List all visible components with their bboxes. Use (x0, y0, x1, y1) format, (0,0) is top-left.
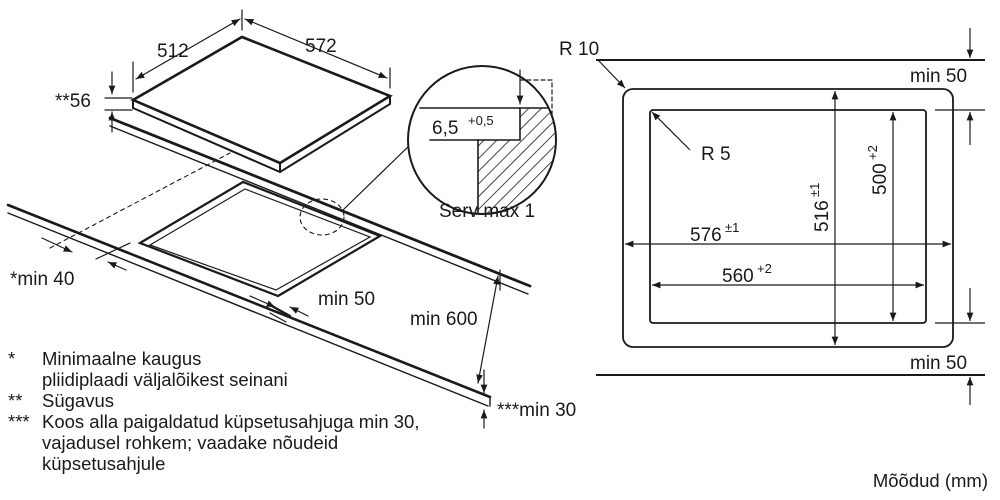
detail-leader (342, 142, 413, 211)
label-min-50: min 50 (318, 289, 375, 310)
worktop (6, 116, 532, 407)
projection-guides (49, 152, 345, 249)
label-576-tol: ±1 (725, 220, 739, 235)
label-56: **56 (55, 91, 91, 112)
label-560-tol: +2 (757, 261, 772, 276)
label-516-tol: ±1 (807, 183, 822, 197)
legend-item: ** Sügavus (8, 390, 419, 411)
legend-text: vajadusel rohkem; vaadake nõudeid (42, 432, 339, 453)
label-min-40: *min 40 (10, 269, 74, 290)
label-r-10: R 10 (559, 39, 599, 60)
legend-text: küpsetusahjule (42, 453, 166, 474)
worktop-cutout (137, 180, 383, 298)
left-labels: 512 572 **56 6,5 +0,5 Serv max 1 *min 40… (10, 36, 576, 421)
label-6-5-tol: +0,5 (468, 113, 494, 128)
legend-mark: *** (8, 411, 30, 432)
legend-item: * Minimaalne kaugus pliidiplaadi väljalõ… (8, 348, 419, 390)
label-6-5: 6,5 (432, 118, 458, 139)
label-512: 512 (157, 41, 189, 62)
dim-min-50-front (249, 295, 309, 317)
dim-min-600 (476, 269, 501, 384)
isometric-view (6, 9, 557, 429)
label-min-50-bottom: min 50 (910, 353, 967, 374)
dim-512 (132, 9, 243, 93)
label-500: 500 (870, 163, 891, 195)
legend-text: Koos alla paigaldatud küpsetusahjuga min… (42, 411, 420, 432)
label-560: 560 (722, 266, 754, 287)
label-572: 572 (305, 36, 337, 57)
hob-outline (622, 88, 954, 348)
legend-item: *** Koos alla paigaldatud küpsetusahjuga… (8, 411, 419, 474)
label-min-600: min 600 (410, 309, 478, 330)
cutout-plan (596, 28, 985, 405)
label-min-50-top: min 50 (910, 66, 967, 87)
dim-56 (104, 71, 133, 133)
dim-min-40 (41, 237, 131, 271)
cutout-outline (649, 109, 927, 324)
right-labels: R 10 R 5 min 50 min 50 576 ±1 560 +2 516… (559, 39, 967, 374)
label-516: 516 (812, 200, 833, 232)
label-r-5: R 5 (701, 144, 731, 165)
units-label: Mõõdud (mm) (872, 470, 988, 491)
legend-mark: ** (8, 390, 23, 411)
label-min-30: ***min 30 (497, 400, 576, 421)
label-serv-max-1: Serv max 1 (439, 201, 535, 222)
dim-572 (244, 18, 391, 89)
label-576: 576 (690, 225, 722, 246)
legend-text: Minimaalne kaugus (42, 348, 202, 369)
legend-text: pliidiplaadi väljalõikest seinani (42, 369, 288, 390)
legend: * Minimaalne kaugus pliidiplaadi väljalõ… (8, 348, 419, 474)
legend-text: Sügavus (42, 390, 114, 411)
label-500-tol: +2 (865, 145, 880, 160)
legend-mark: * (8, 348, 16, 369)
